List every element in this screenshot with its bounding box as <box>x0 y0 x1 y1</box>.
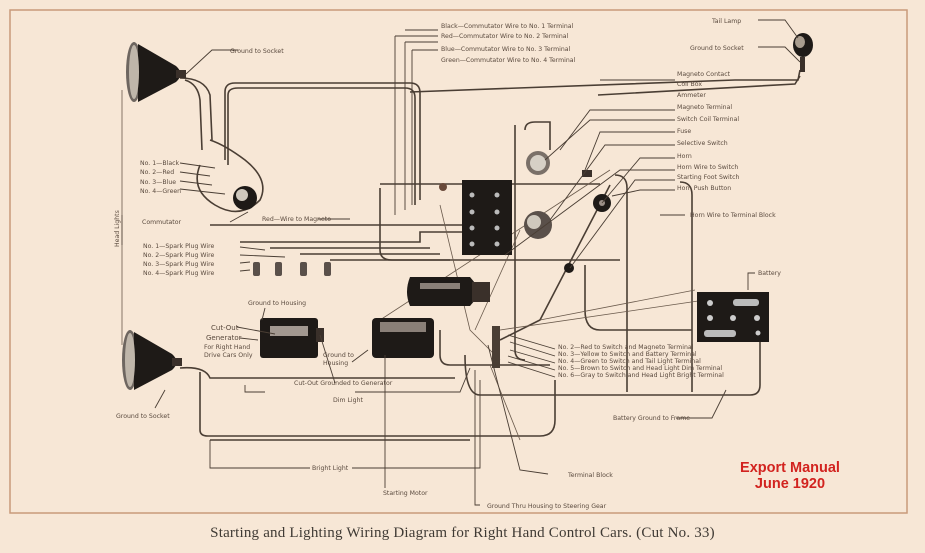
label-battery: Battery <box>758 270 781 277</box>
label-cut-out-grounded: Cut-Out Grounded to Generator <box>294 380 393 387</box>
label-spark-plug-4: No. 4—Spark Plug Wire <box>143 270 214 277</box>
label-generator: Generator <box>206 334 242 342</box>
horn <box>407 277 490 306</box>
label-spark-plug-1: No. 1—Spark Plug Wire <box>143 243 214 250</box>
label-commutator-wire-3: Blue—Commutator Wire to No. 3 Terminal <box>441 46 571 53</box>
label-coil-box: Coil Box <box>677 81 702 88</box>
label-fuse: Fuse <box>677 128 691 135</box>
figure-caption: Starting and Lighting Wiring Diagram for… <box>210 525 715 541</box>
label-magneto-terminal: Magneto Terminal <box>677 104 732 111</box>
label-spark-plug-3: No. 3—Spark Plug Wire <box>143 261 214 268</box>
stamp-line-1: Export Manual <box>740 460 840 476</box>
label-red-wire-magneto: Red—Wire to Magneto <box>262 216 331 223</box>
label-commutator-black: No. 1—Black <box>140 160 180 167</box>
selective-switch <box>524 211 552 239</box>
generator <box>260 318 324 358</box>
label-commutator-green: No. 4—Green <box>140 188 181 195</box>
fuse <box>582 170 592 177</box>
leader-lines <box>121 19 801 506</box>
label-starting-foot-switch: Starting Foot Switch <box>677 174 739 181</box>
tail-lamp <box>793 33 813 72</box>
ammeter <box>526 151 550 175</box>
label-battery-ground: Battery Ground to Frame <box>613 415 690 422</box>
label-terminal-block: Terminal Block <box>567 472 613 479</box>
label-commutator-wire-2: Red—Commutator Wire to No. 2 Terminal <box>441 33 569 40</box>
labels: Black—Commutator Wire to No. 1 Terminal … <box>114 18 781 510</box>
label-cut-out: Cut-Out <box>211 324 239 332</box>
commutator <box>233 186 257 210</box>
spark-plugs <box>253 262 331 276</box>
label-head-lights: Head Lights <box>114 210 121 247</box>
coil-box <box>462 180 512 255</box>
battery <box>697 292 769 342</box>
label-horn-push-button: Horn Push Button <box>677 185 731 192</box>
label-spark-plug-2: No. 2—Spark Plug Wire <box>143 252 214 259</box>
magneto-contact <box>439 183 447 191</box>
diagram-border <box>9 9 908 514</box>
label-ground-to-housing-2a: Ground to <box>323 352 354 359</box>
label-switch-coil-terminal: Switch Coil Terminal <box>677 116 739 123</box>
label-ground-to-socket-top: Ground to Socket <box>230 48 284 55</box>
starting-motor <box>372 318 434 358</box>
label-commutator-wire-4: Green—Commutator Wire to No. 4 Terminal <box>441 57 576 64</box>
label-commutator-wire-1: Black—Commutator Wire to No. 1 Terminal <box>441 23 574 30</box>
head-light-top <box>126 42 186 102</box>
label-generator-note-2: Drive Cars Only <box>204 352 253 359</box>
label-ground-to-socket-bottom: Ground to Socket <box>116 413 170 420</box>
head-light-bottom <box>122 330 182 390</box>
wires <box>121 69 801 441</box>
stamp-line-2: June 1920 <box>754 476 826 492</box>
label-terminal-wire-3: No. 3—Yellow to Switch and Battery Termi… <box>558 351 697 358</box>
terminal-block <box>492 326 500 368</box>
label-ground-to-housing-2b: Housing <box>323 360 348 367</box>
label-terminal-wire-5: No. 5—Brown to Switch and Head Light Dim… <box>558 365 722 372</box>
label-ground-to-socket-tail: Ground to Socket <box>690 45 744 52</box>
label-ammeter: Ammeter <box>677 92 706 99</box>
label-terminal-wire-6: No. 6—Gray to Switch and Head Light Brig… <box>558 372 724 379</box>
label-terminal-wire-4: No. 4—Green to Switch and Tail Light Ter… <box>558 358 701 365</box>
label-terminal-wire-2: No. 2—Red to Switch and Magneto Terminal <box>558 344 694 351</box>
label-magneto-contact: Magneto Contact <box>677 71 731 78</box>
label-starting-motor: Starting Motor <box>383 490 428 497</box>
label-horn-wire-to-switch: Horn Wire to Switch <box>677 164 738 171</box>
label-tail-lamp: Tail Lamp <box>711 18 741 25</box>
label-horn-wire-terminal-block: Horn Wire to Terminal Block <box>690 212 776 219</box>
label-commutator-red: No. 2—Red <box>140 169 174 176</box>
label-commutator: Commutator <box>142 219 182 226</box>
label-ground-thru-housing: Ground Thru Housing to Steering Gear <box>487 503 607 510</box>
label-generator-note-1: For Right Hand <box>204 344 250 351</box>
label-selective-switch: Selective Switch <box>677 140 728 147</box>
export-manual-stamp: Export Manual June 1920 <box>722 460 858 492</box>
label-commutator-blue: No. 3—Blue <box>140 179 176 186</box>
label-dim-light: Dim Light <box>333 397 363 404</box>
label-bright-light: Bright Light <box>312 465 349 472</box>
label-horn: Horn <box>677 153 692 160</box>
label-ground-to-housing-top: Ground to Housing <box>248 300 306 307</box>
